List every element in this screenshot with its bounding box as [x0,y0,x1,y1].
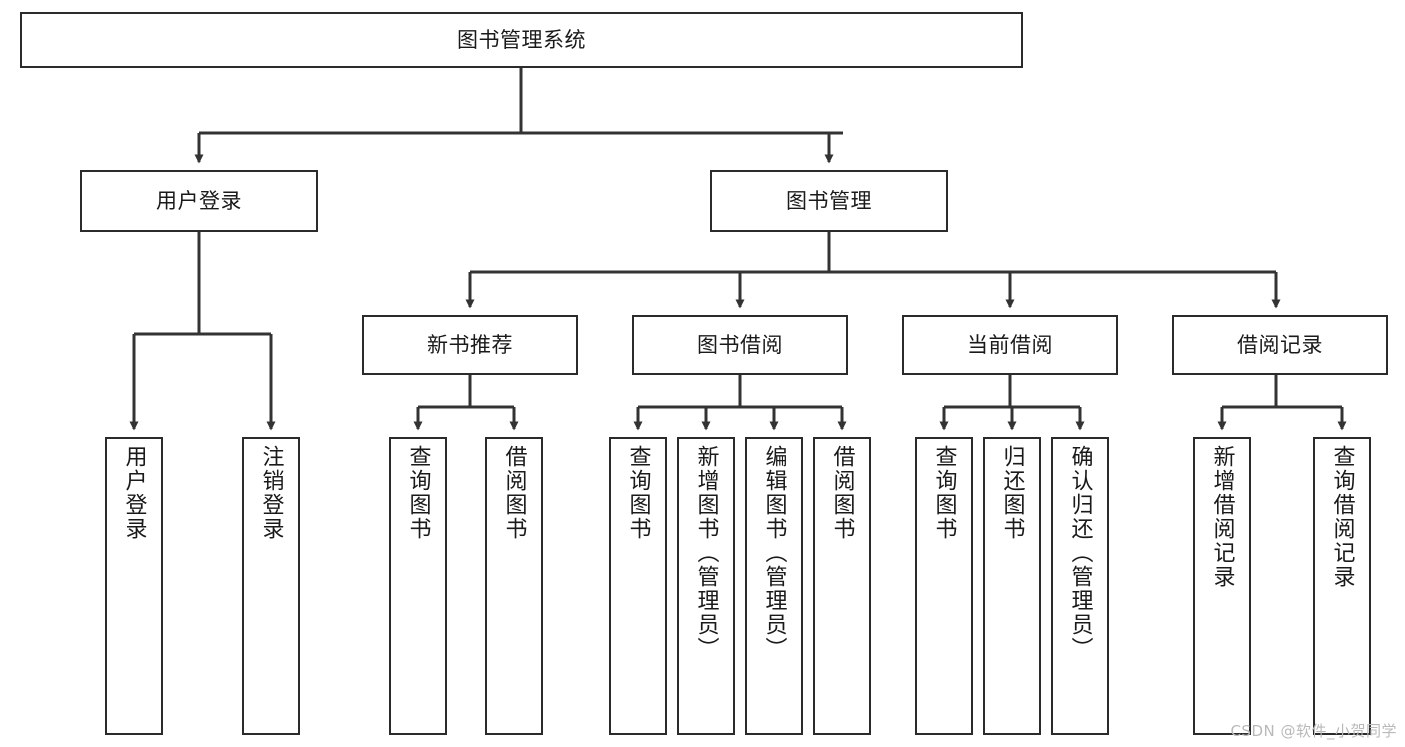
node-user-login[interactable]: 用户登录 [80,170,318,232]
node-leaf-add-borrow-record[interactable]: 新增借阅记录 [1193,437,1251,735]
node-leaf-edit-book-admin-label: 编辑图书（管理员） [761,445,787,661]
node-leaf-add-book-admin-label: 新增图书（管理员） [693,445,719,661]
node-leaf-recommend-query-book-label: 查询图书 [405,445,431,541]
node-leaf-logout[interactable]: 注销登录 [242,437,300,735]
node-leaf-confirm-return-admin-label: 确认归还（管理员） [1067,445,1093,661]
node-current-borrow-label: 当前借阅 [967,332,1053,357]
node-leaf-current-query-book[interactable]: 查询图书 [915,437,973,735]
node-leaf-confirm-return-admin[interactable]: 确认归还（管理员） [1051,437,1109,735]
node-leaf-logout-label: 注销登录 [258,445,284,541]
node-leaf-borrow-query-book-label: 查询图书 [625,445,651,541]
node-leaf-add-book-admin[interactable]: 新增图书（管理员） [677,437,735,735]
node-leaf-user-login[interactable]: 用户登录 [105,437,163,735]
node-leaf-return-book[interactable]: 归还图书 [983,437,1041,735]
node-leaf-query-borrow-record-label: 查询借阅记录 [1329,445,1355,589]
node-current-borrow[interactable]: 当前借阅 [902,315,1118,375]
node-new-book-recommend-label: 新书推荐 [427,332,513,357]
node-leaf-current-query-book-label: 查询图书 [931,445,957,541]
node-borrow-record-label: 借阅记录 [1237,332,1323,357]
node-root[interactable]: 图书管理系统 [20,12,1023,68]
node-new-book-recommend[interactable]: 新书推荐 [362,315,578,375]
node-leaf-recommend-borrow-book-label: 借阅图书 [501,445,527,541]
node-book-borrow-label: 图书借阅 [697,332,783,357]
node-leaf-return-book-label: 归还图书 [999,445,1025,541]
node-borrow-record[interactable]: 借阅记录 [1172,315,1388,375]
node-book-management[interactable]: 图书管理 [710,170,948,232]
node-book-management-label: 图书管理 [786,188,872,213]
node-leaf-borrow-book[interactable]: 借阅图书 [813,437,871,735]
node-leaf-edit-book-admin[interactable]: 编辑图书（管理员） [745,437,803,735]
node-leaf-recommend-query-book[interactable]: 查询图书 [389,437,447,735]
node-book-borrow[interactable]: 图书借阅 [632,315,848,375]
node-leaf-query-borrow-record[interactable]: 查询借阅记录 [1313,437,1371,735]
node-leaf-borrow-query-book[interactable]: 查询图书 [609,437,667,735]
csdn-watermark: CSDN @软件_小贺同学 [1230,722,1397,740]
node-user-login-label: 用户登录 [156,188,242,213]
node-leaf-borrow-book-label: 借阅图书 [829,445,855,541]
node-leaf-recommend-borrow-book[interactable]: 借阅图书 [485,437,543,735]
node-root-label: 图书管理系统 [457,27,586,52]
node-leaf-user-login-label: 用户登录 [121,445,147,541]
node-leaf-add-borrow-record-label: 新增借阅记录 [1209,445,1235,589]
